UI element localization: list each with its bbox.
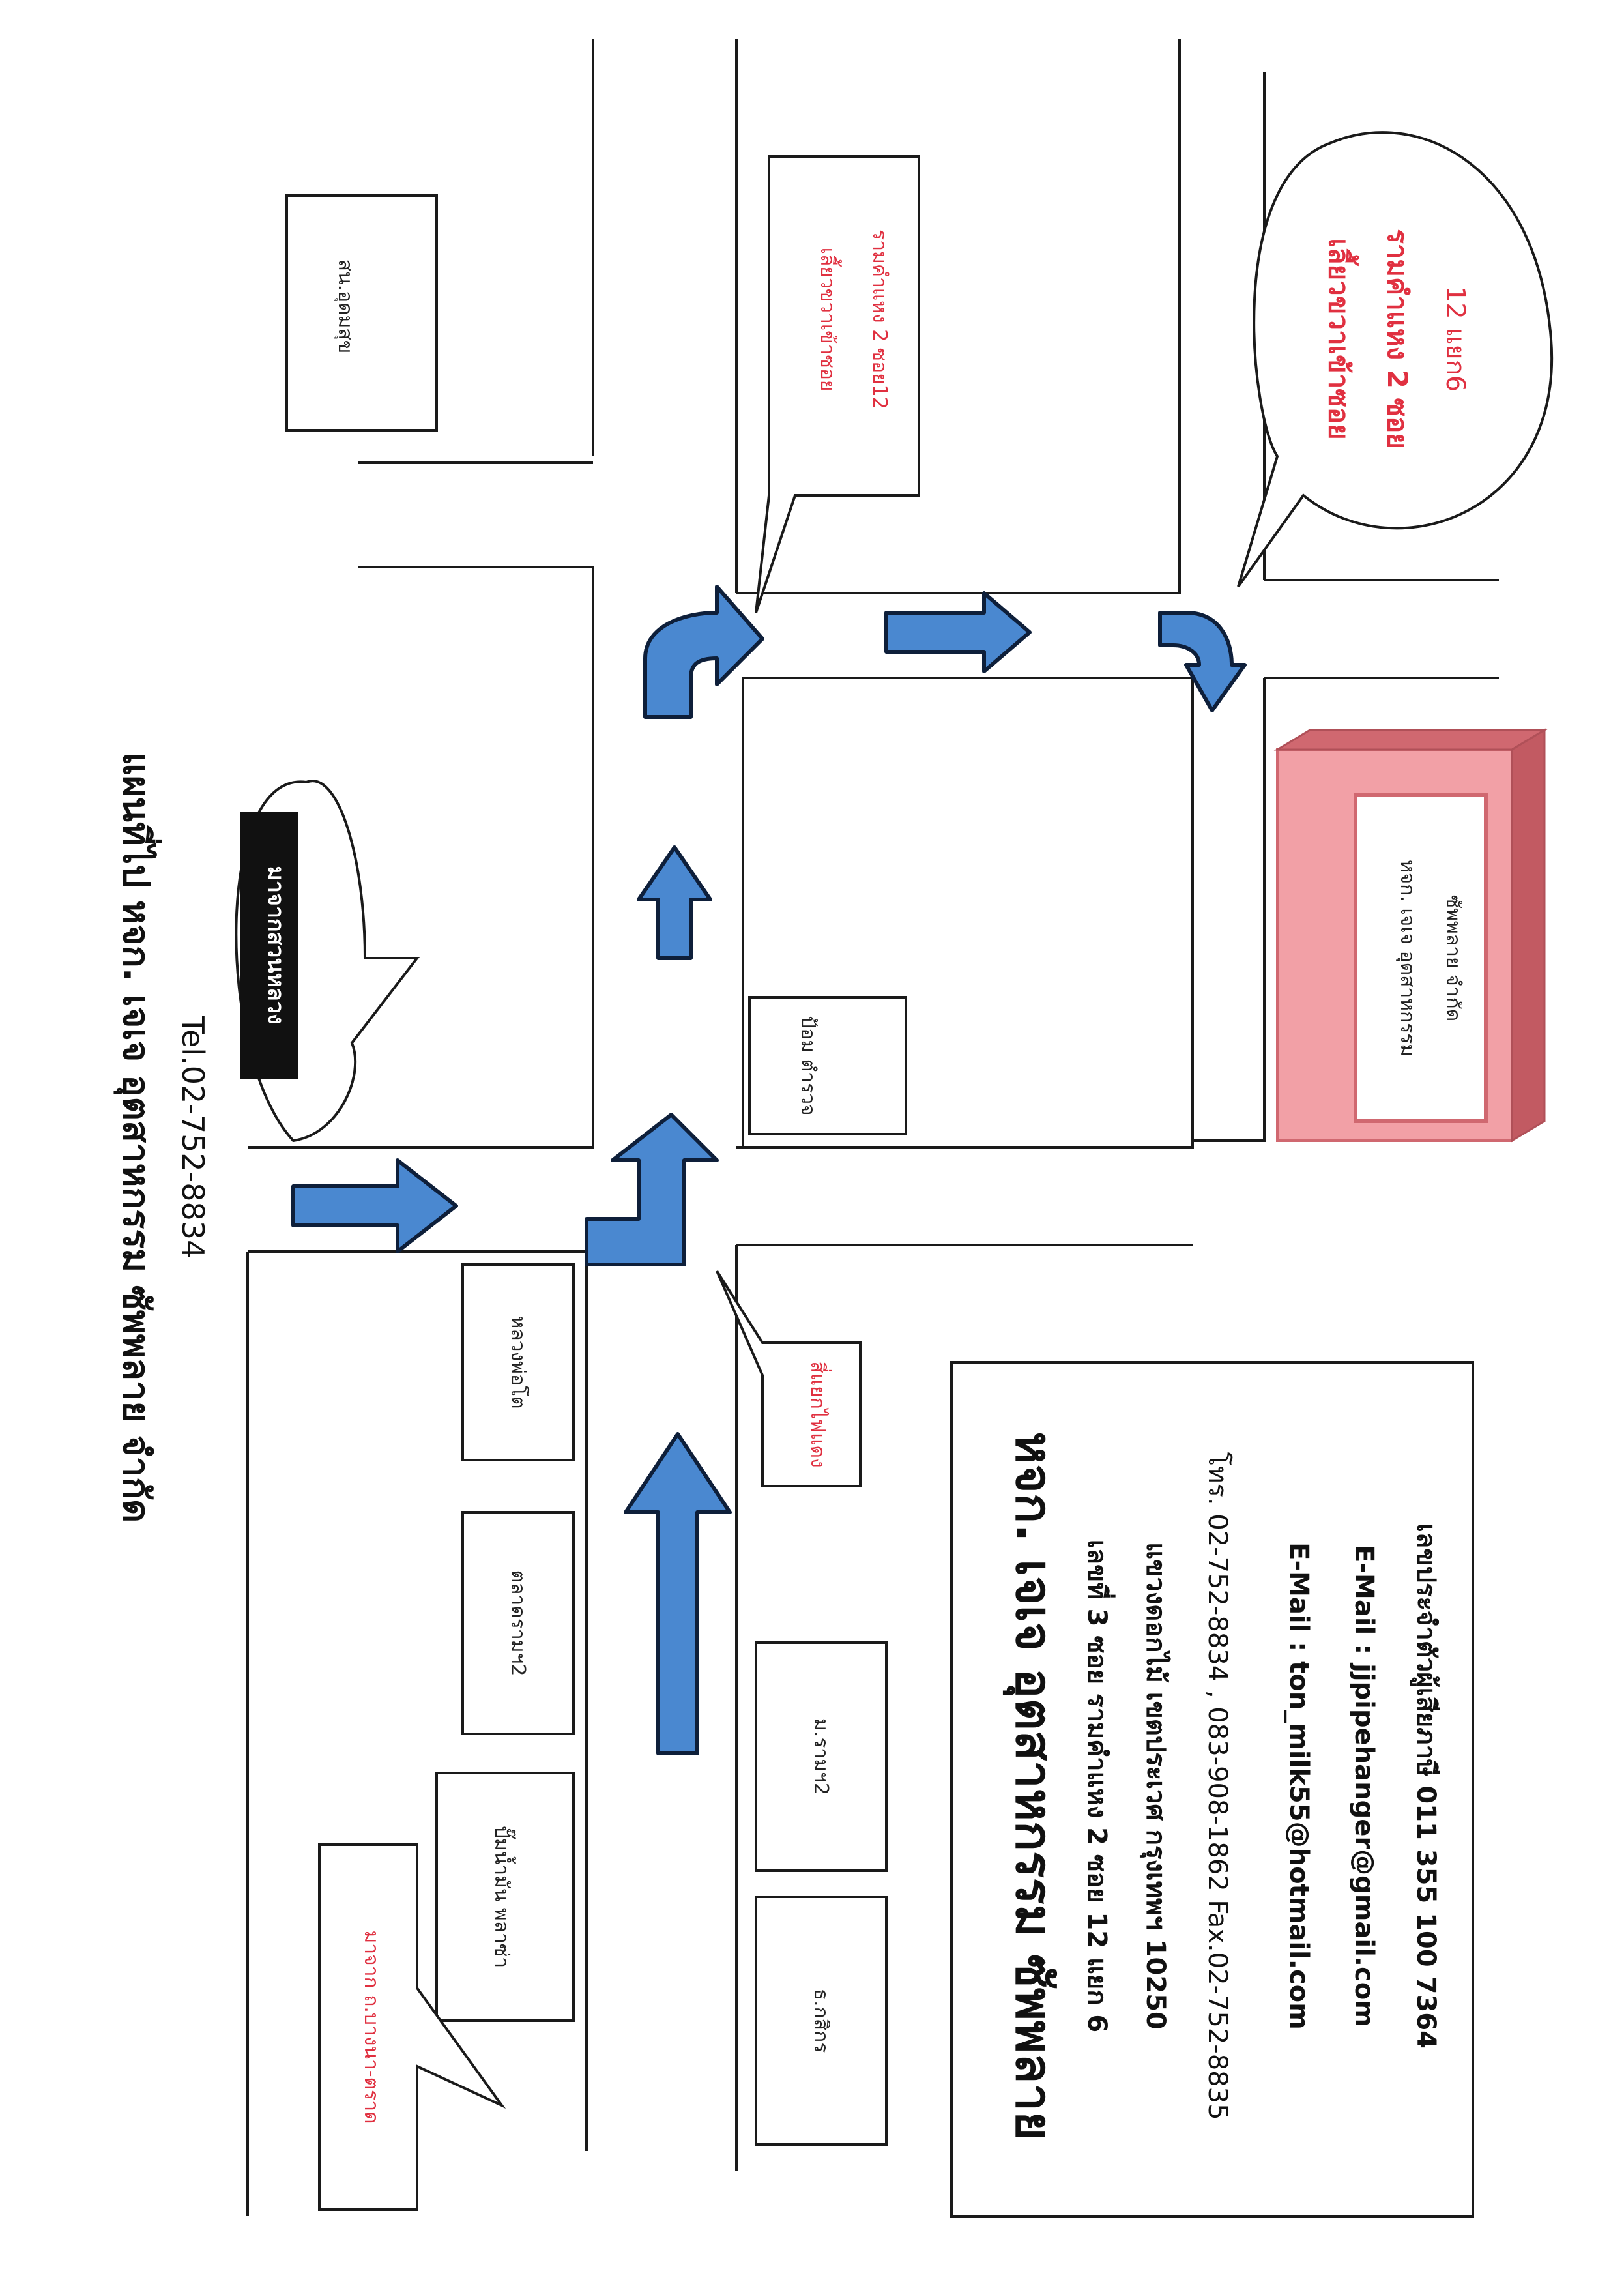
turn-right-callout-1 <box>755 155 920 613</box>
park-box <box>285 194 438 432</box>
curve-turn-arrow-icon <box>643 585 764 719</box>
soi2-label: ม.รามฯ2 <box>809 1718 832 1795</box>
curve-down-arrow-icon <box>1158 611 1247 712</box>
traffic-light-callout <box>716 1270 862 1487</box>
turn-right-1-line2: รามคำแหง 2 ซอย12 <box>868 229 891 409</box>
company-phone: โทร. 02-752-8834 , 083-908-1862 Fax.02-7… <box>1202 1452 1232 2120</box>
building-top <box>1273 729 1548 751</box>
market-box <box>461 1511 575 1735</box>
turn-right-2-line2: รามคำแหง 2 ซอย <box>1382 229 1414 449</box>
road-edge <box>1193 678 1266 1142</box>
company-address-2: แขวงดอกไม้ เขตประเวศ กรุงเทพฯ 10250 <box>1139 1542 1171 2030</box>
turn-right-1-line1: เลี้ยวขวาเข้าซอย <box>816 248 842 392</box>
suan-luang-label: มาจากสวนหลวง <box>263 866 289 1024</box>
turn-right-2-line1: เลี้ยวขวาเข้าซอย <box>1323 238 1359 439</box>
building-label-1: หจก. เจเจ อุตสาหกรรม <box>1395 860 1419 1057</box>
turn-arrow-icon <box>585 1113 719 1266</box>
market-label: ตลาดรามฯ2 <box>506 1570 529 1676</box>
header: แผนที่ไป หจก. เจเจ อุตสาหกรรม ซัพพลาย จำ… <box>113 752 210 1523</box>
building-edge <box>1511 728 1546 1143</box>
arrow-right-icon <box>291 1158 458 1253</box>
soi2-box <box>755 1641 888 1872</box>
arrow-up-icon <box>637 845 712 960</box>
building-sign <box>1354 793 1488 1123</box>
company-email-1[interactable]: E-Mail : ton_milk55@hotmail.com <box>1284 1542 1314 2030</box>
arrow-right-icon <box>884 591 1032 673</box>
tel-number: Tel.02-752-8834 <box>175 1016 210 1259</box>
turn-right-2-line3: 12 แยก6 <box>1440 286 1470 392</box>
suan-luang-sign <box>240 812 298 1079</box>
landmarks: สน.อุดมสุข ป้อม ตำรวจ หลวงพ่อโต ตลาดรามฯ… <box>285 194 907 2146</box>
company-info: หจก. เจเจ อุตสาหกรรม ซัพพลาย เลขที่ 3 ซอ… <box>950 1361 1474 2218</box>
hospital-box <box>461 1263 575 1461</box>
traffic-light-label: สี่แยกไฟแดง <box>806 1361 832 1467</box>
direction-arrows <box>291 585 1247 1755</box>
company-name: หจก. เจเจ อุตสาหกรรม ซัพพลาย <box>1002 1431 1063 2140</box>
company-email-2[interactable]: E-Mail : jjpipehanger@gmail.com <box>1349 1545 1379 2027</box>
pumper-box <box>435 1772 575 2022</box>
page-title: แผนที่ไป หจก. เจเจ อุตสาหกรรม ซัพพลาย จำ… <box>113 752 162 1523</box>
hospital-label: หลวงพ่อโต <box>506 1315 530 1409</box>
info-box <box>950 1361 1474 2218</box>
road-edge <box>248 566 594 1149</box>
police-label: ป้อม ตำรวจ <box>796 1016 819 1115</box>
company-address-1: เลขที่ 3 ซอย รามคำแหง 2 ซอย 12 แยก 6 <box>1082 1540 1116 2032</box>
turn-right-callout-2 <box>1237 131 1554 588</box>
bangna-callout <box>318 1843 506 2211</box>
company-tax-id: เลขประจำตัวผู้เสียภาษี 011 355 100 7364 <box>1410 1523 1441 2049</box>
destination-building: หจก. เจเจ อุตสาหกรรม ซัพพลาย จำกัด <box>1273 728 1548 1143</box>
bank-label: ธ.กสิกร <box>809 1989 832 2053</box>
building-label-2: ซัพพลาย จำกัด <box>1442 895 1464 1021</box>
pumper-label: ปั๊มน้ำมัน พลาซ่า <box>490 1826 516 1968</box>
park-label: สน.อุดมสุข <box>333 259 356 353</box>
arrow-up-icon <box>624 1432 732 1755</box>
callouts: มาจาก ถ.บางนา-ตราด มาจากสวนหลวง สี่แยกไฟ… <box>235 131 1554 2211</box>
road-edge <box>736 39 1181 594</box>
bangna-label: มาจาก ถ.บางนา-ตราด <box>360 1930 383 2124</box>
police-box <box>748 996 907 1135</box>
bank-box <box>755 1896 888 2146</box>
